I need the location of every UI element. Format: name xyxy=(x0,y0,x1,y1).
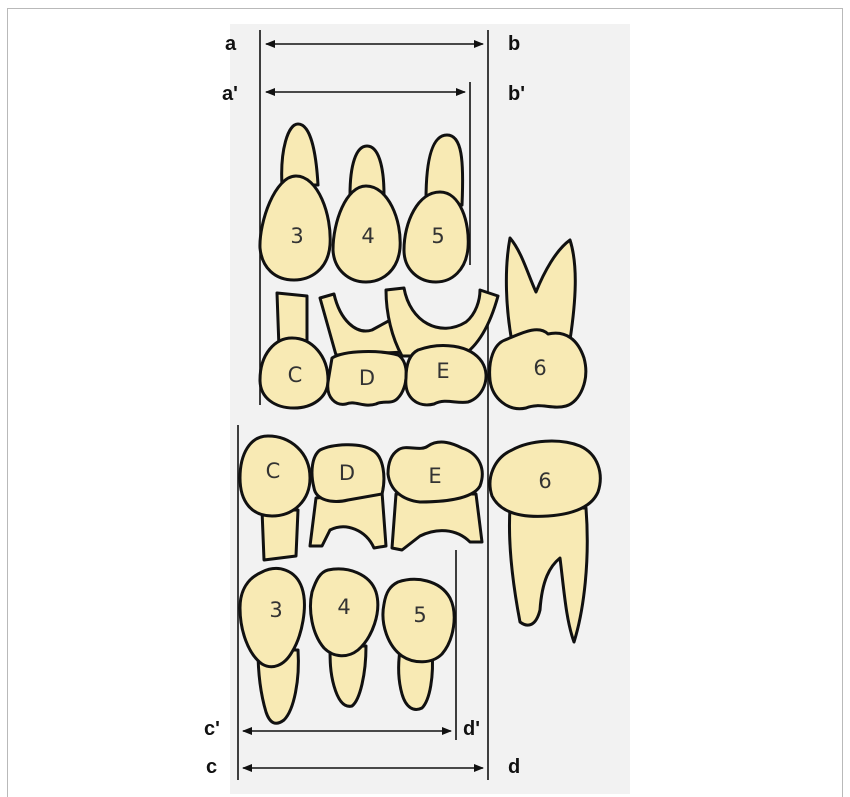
label-d-prime: d' xyxy=(463,718,480,740)
upper-tooth-4: 4 xyxy=(333,146,400,282)
label-c-prime: c' xyxy=(204,718,220,740)
lower-tooth-4-label: 4 xyxy=(337,595,350,619)
upper-molar-6-label: 6 xyxy=(533,356,546,380)
label-a: a xyxy=(225,33,237,55)
lower-tooth-3-label: 3 xyxy=(269,598,282,622)
lower-primary-E-label: E xyxy=(428,464,441,488)
label-c: c xyxy=(206,756,217,778)
lower-tooth-5: 5 xyxy=(383,579,454,709)
upper-molar-6: 6 xyxy=(490,238,586,409)
upper-tooth-3: 3 xyxy=(260,124,330,280)
lower-molar-6: 6 xyxy=(490,441,600,642)
upper-primary-C: C xyxy=(260,293,328,408)
lower-primary-D: D xyxy=(310,445,386,548)
upper-tooth-4-label: 4 xyxy=(361,224,374,248)
lower-tooth-5-label: 5 xyxy=(413,603,426,627)
lower-primary-E: E xyxy=(388,442,482,550)
label-d: d xyxy=(508,756,520,778)
label-b-prime: b' xyxy=(508,83,525,105)
upper-primary-E-label: E xyxy=(436,359,449,383)
lower-molar-6-label: 6 xyxy=(538,469,551,493)
upper-primary-D-label: D xyxy=(359,366,375,390)
upper-tooth-3-label: 3 xyxy=(290,224,303,248)
upper-primary-C-label: C xyxy=(288,363,303,387)
lower-tooth-4: 4 xyxy=(311,569,378,706)
lower-tooth-3: 3 xyxy=(240,569,304,724)
lower-primary-C-label: C xyxy=(266,459,281,483)
lower-primary-C: C xyxy=(240,436,310,560)
upper-tooth-5-label: 5 xyxy=(431,224,444,248)
label-b: b xyxy=(508,33,520,55)
label-a-prime: a' xyxy=(222,83,238,105)
upper-tooth-5: 5 xyxy=(404,135,468,282)
lower-primary-D-label: D xyxy=(339,461,355,485)
